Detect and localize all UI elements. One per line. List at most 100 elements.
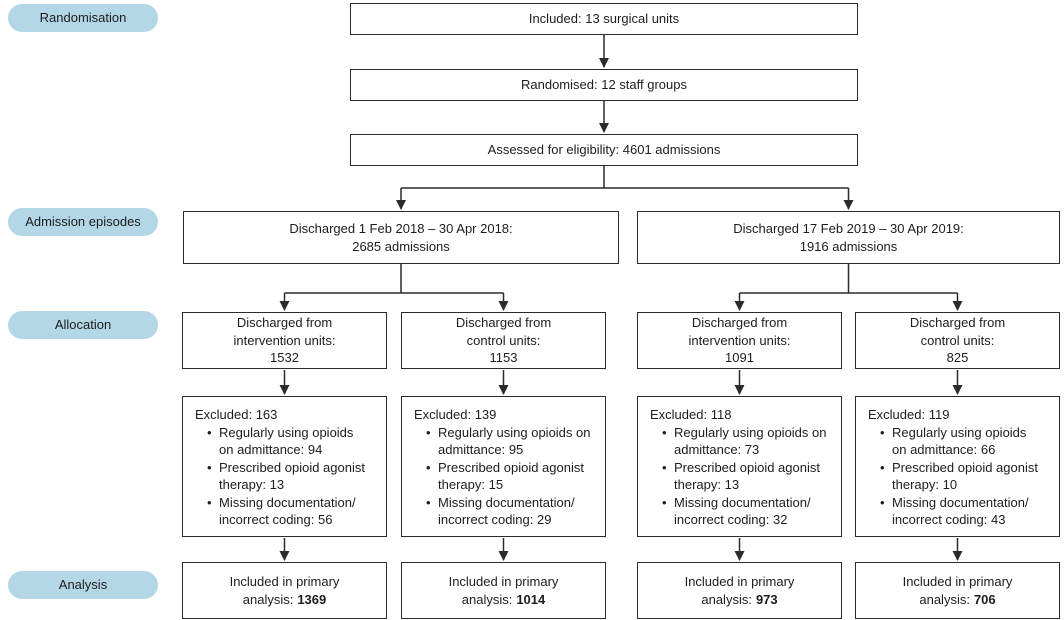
box-analysis-control-2019: Included in primary analysis:706: [855, 562, 1060, 619]
reason-line: Prescribed opioid agonist: [674, 459, 820, 475]
allocation-line: Discharged from: [691, 315, 788, 331]
box-assessed-eligibility: Assessed for eligibility: 4601 admission…: [350, 134, 858, 166]
box-analysis-intervention-2019: Included in primary analysis:973: [637, 562, 842, 619]
reason-line: Regularly using opioids: [892, 424, 1027, 440]
bullet-icon: •: [207, 424, 212, 440]
reason-line: incorrect coding: 43: [892, 512, 1006, 528]
reason-line: Missing documentation/: [219, 494, 356, 510]
reason-line: on admittance: 94: [219, 442, 323, 458]
exclusion-reason: • Prescribed opioid agonist therapy: 15: [414, 459, 599, 494]
exclusion-reason: • Prescribed opioid agonist therapy: 13: [650, 459, 835, 494]
cohort-line: Discharged 1 Feb 2018 – 30 Apr 2018:: [289, 220, 513, 236]
box-included-units: Included: 13 surgical units: [350, 3, 858, 35]
bullet-icon: •: [662, 424, 667, 440]
exclusion-reason: • Missing documentation/incorrect coding…: [868, 494, 1053, 529]
exclusion-reason: • Missing documentation/incorrect coding…: [650, 494, 835, 529]
allocation-line: intervention units:: [233, 332, 336, 348]
analysis-prefix: analysis:: [701, 591, 752, 607]
exclusion-reason: • Regularly using opioids on admittance: …: [650, 424, 835, 459]
allocation-line: Discharged from: [236, 315, 333, 331]
reason-line: therapy: 10: [892, 477, 958, 493]
reason-line: Prescribed opioid agonist: [438, 459, 584, 475]
box-exclusions-control-2019: Excluded: 119 • Regularly using opioids o…: [855, 396, 1060, 537]
reason-line: incorrect coding: 32: [674, 512, 788, 528]
analysis-count-line: analysis:973: [701, 591, 777, 609]
cohort-count: 2685 admissions: [352, 238, 450, 254]
bullet-icon: •: [207, 494, 212, 510]
reason-line: on admittance: 66: [892, 442, 996, 458]
exclusion-reason: • Regularly using opioids on admittance: …: [195, 424, 380, 459]
box-analysis-intervention-2018: Included in primary analysis:1369: [182, 562, 387, 619]
exclusion-title: Excluded: 139: [414, 407, 497, 422]
reason-line: Prescribed opioid agonist: [219, 459, 365, 475]
exclusion-title: Excluded: 119: [868, 407, 950, 422]
reason-line: admittance: 73: [674, 442, 760, 458]
box-cohort-2019: Discharged 17 Feb 2019 – 30 Apr 2019: 19…: [637, 211, 1060, 264]
box-allocation-intervention-2018: Discharged from intervention units: 1532: [182, 312, 387, 369]
cohort-count: 1916 admissions: [799, 238, 898, 254]
analysis-count: 706: [973, 591, 996, 607]
bullet-icon: •: [880, 424, 885, 440]
analysis-count: 973: [755, 591, 778, 607]
reason-line: Missing documentation/: [674, 494, 811, 510]
box-exclusions-intervention-2019: Excluded: 118 • Regularly using opioids …: [637, 396, 842, 537]
reason-line: Regularly using opioids: [219, 424, 354, 440]
exclusion-reason: • Prescribed opioid agonist therapy: 13: [195, 459, 380, 494]
stage-label-analysis: Analysis: [8, 571, 158, 599]
analysis-count-line: analysis:706: [919, 591, 995, 609]
bullet-icon: •: [426, 424, 431, 440]
stage-label-allocation: Allocation: [8, 311, 158, 339]
reason-line: Regularly using opioids on: [438, 424, 591, 440]
exclusion-reason: • Regularly using opioids on admittance: …: [414, 424, 599, 459]
bullet-icon: •: [662, 494, 667, 510]
analysis-prefix: analysis:: [919, 591, 970, 607]
bullet-icon: •: [880, 494, 885, 510]
exclusion-title: Excluded: 118: [650, 407, 732, 422]
stage-label-randomisation: Randomisation: [8, 4, 158, 32]
analysis-line: Included in primary: [448, 573, 559, 589]
reason-line: therapy: 13: [674, 477, 740, 493]
reason-line: Regularly using opioids on: [674, 424, 827, 440]
reason-line: admittance: 95: [438, 442, 524, 458]
cohort-line: Discharged 17 Feb 2019 – 30 Apr 2019:: [733, 220, 964, 236]
box-cohort-2018: Discharged 1 Feb 2018 – 30 Apr 2018: 268…: [183, 211, 619, 264]
analysis-prefix: analysis:: [461, 591, 513, 607]
allocation-line: control units:: [920, 332, 995, 348]
exclusion-reason: • Missing documentation/incorrect coding…: [414, 494, 599, 529]
box-allocation-control-2019: Discharged from control units: 825: [855, 312, 1060, 369]
analysis-count-line: analysis:1369: [243, 591, 327, 609]
analysis-prefix: analysis:: [242, 591, 294, 607]
allocation-count: 1091: [725, 350, 754, 366]
analysis-line: Included in primary: [684, 573, 795, 589]
allocation-count: 1153: [489, 350, 518, 366]
box-exclusions-control-2018: Excluded: 139 • Regularly using opioids …: [401, 396, 606, 537]
allocation-count: 1532: [270, 350, 299, 366]
analysis-count: 1014: [516, 591, 546, 607]
analysis-count-line: analysis:1014: [462, 591, 546, 609]
box-randomised: Randomised: 12 staff groups: [350, 69, 858, 101]
reason-line: Missing documentation/: [892, 494, 1029, 510]
bullet-icon: •: [880, 459, 885, 475]
reason-line: therapy: 15: [438, 477, 504, 493]
bullet-icon: •: [662, 459, 667, 475]
analysis-line: Included in primary: [229, 573, 340, 589]
allocation-line: control units:: [466, 332, 541, 348]
bullet-icon: •: [207, 459, 212, 475]
stage-label-admission-episodes: Admission episodes: [8, 208, 158, 236]
box-analysis-control-2018: Included in primary analysis:1014: [401, 562, 606, 619]
analysis-count: 1369: [297, 591, 327, 607]
reason-line: incorrect coding: 29: [438, 512, 552, 528]
box-allocation-control-2018: Discharged from control units: 1153: [401, 312, 606, 369]
reason-line: incorrect coding: 56: [219, 512, 333, 528]
allocation-line: Discharged from: [455, 315, 552, 331]
reason-line: therapy: 13: [219, 477, 285, 493]
bullet-icon: •: [426, 494, 431, 510]
allocation-line: Discharged from: [909, 315, 1006, 331]
reason-line: Missing documentation/: [438, 494, 575, 510]
bullet-icon: •: [426, 459, 431, 475]
exclusion-reason: • Regularly using opioids on admittance: …: [868, 424, 1053, 459]
